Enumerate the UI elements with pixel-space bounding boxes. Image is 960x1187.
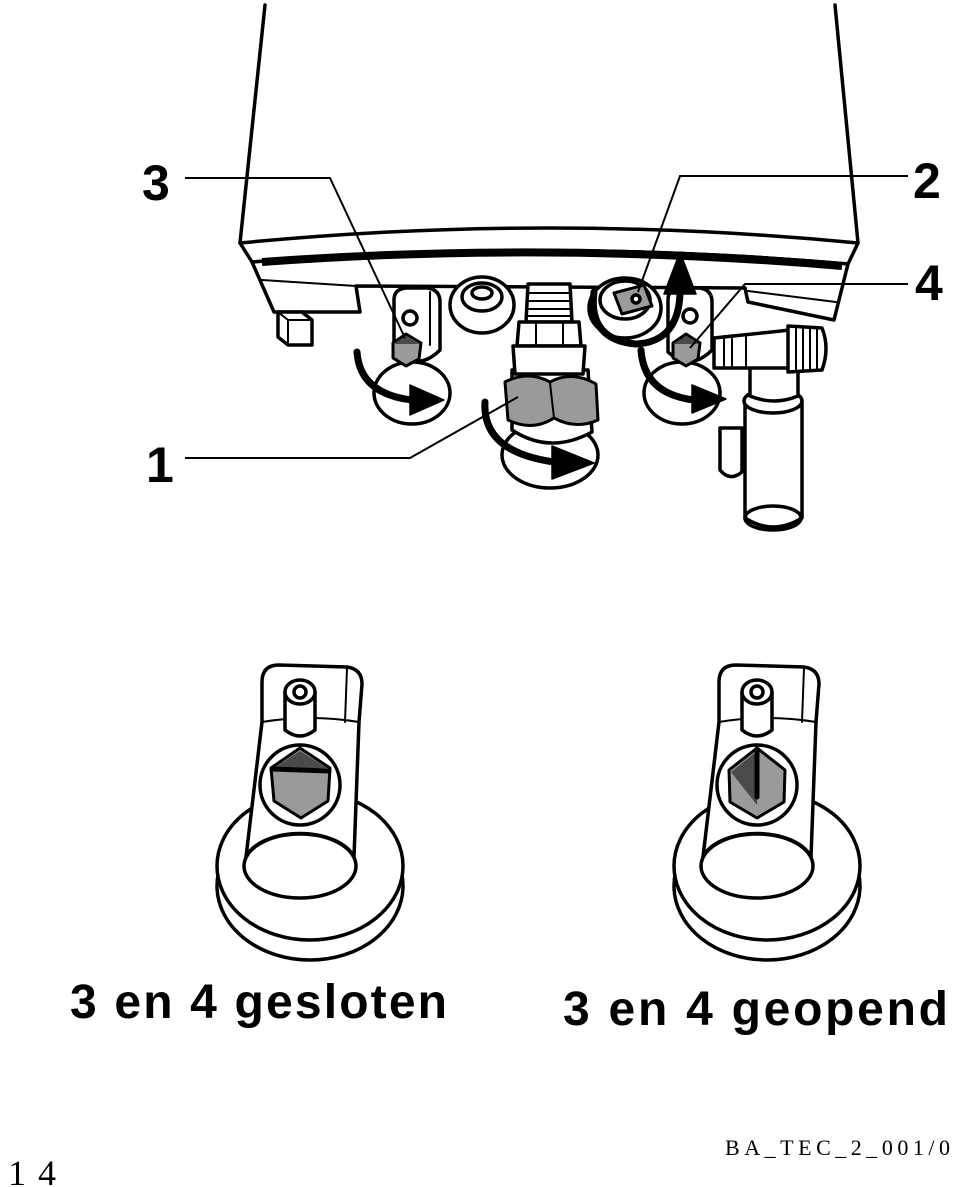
caption-open: 3 en 4 geopend [563,983,948,1036]
valve-detail-closed [215,663,405,962]
casing-edge-lines [261,279,837,303]
arrow-valve-4 [637,346,698,404]
callout-leaders [185,175,908,459]
arrow-valve-1 [481,398,558,466]
valve-1 [500,282,600,490]
valve-1-thread-ridges [526,292,572,317]
safety-valve-cap-knurl [795,326,818,372]
leader-2 [637,175,908,293]
valve-detail-closed-opening [242,832,358,900]
pipe-connection-bore [470,285,494,301]
safety-valve-cap [786,324,828,374]
rotation-arrows [353,251,727,480]
valve-4-handle-shade [673,336,698,344]
casing-shadow-band [261,248,843,270]
drain-pipe [718,426,744,479]
valve-detail-closed-nut-shade [274,751,327,768]
valve-detail-open-opening [699,832,815,900]
leader-4 [689,283,908,349]
valve-3-handle-shade [393,336,419,344]
arrow-valve-3-head [409,384,445,416]
safety-valve-body [712,328,794,370]
valve-1-nut [515,320,583,348]
arrow-valve-1-head [551,445,595,480]
callout-2: 2 [913,153,941,209]
valve-3-screw [401,309,419,327]
valve-1-nut-edges [535,321,564,347]
callout-1: 1 [146,437,174,493]
valve-detail-open-post-hole [749,684,765,700]
valve-2 [587,276,663,340]
arrow-valve-2 [589,288,684,348]
arrow-valve-4-head [691,384,727,414]
valve-4-screw [681,307,699,325]
valve-1-union [511,344,587,376]
safety-valve [712,324,828,532]
safety-valve-elbow [748,364,800,403]
pipe-connection [448,275,516,335]
caption-closed: 3 en 4 gesloten [70,976,447,1029]
casing-sides [238,3,860,245]
callout-4: 4 [915,255,943,311]
callout-3: 3 [142,155,170,211]
wall-bracket-edges [277,311,313,346]
arrow-valve-2-head [663,251,697,295]
valve-2-screw [630,293,642,305]
siphon-tube-bottom [743,504,803,532]
arrow-valve-3 [353,348,416,404]
safety-valve-rings [723,333,747,369]
valve-detail-open-nut-shade [731,751,757,805]
valve-detail-open [672,663,862,962]
valve-detail-closed-slot [269,766,332,774]
valve-1-handle-crease [549,382,555,419]
leader-1 [185,396,519,459]
leader-3 [185,177,406,339]
valve-detail-closed-post-hole [292,684,308,700]
page-number: 14 [8,1153,56,1187]
figure-reference: BA_TEC_2_001/0 [725,1135,950,1160]
